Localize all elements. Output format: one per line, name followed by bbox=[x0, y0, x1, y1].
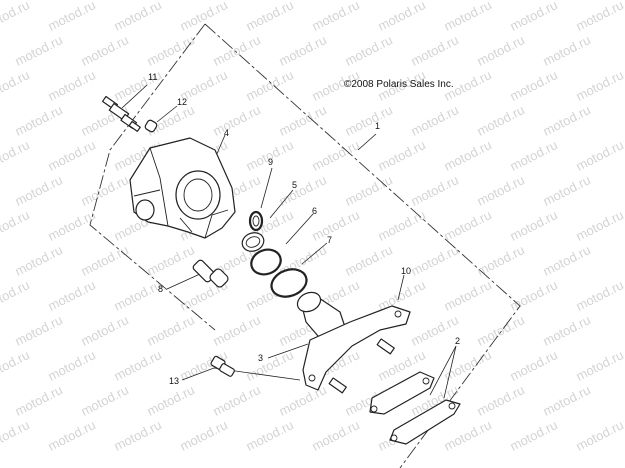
callout-9: 9 bbox=[268, 157, 274, 167]
callout-1: 1 bbox=[375, 121, 381, 131]
leader-3a bbox=[267, 343, 309, 359]
callout-3: 3 bbox=[258, 353, 264, 363]
leader-13 bbox=[181, 367, 301, 381]
callout-8: 8 bbox=[158, 284, 164, 294]
small-seal bbox=[248, 210, 264, 232]
leader-6 bbox=[285, 213, 314, 245]
callout-4: 4 bbox=[224, 128, 230, 138]
callout-7: 7 bbox=[327, 235, 333, 245]
copyright-text: ©2008 Polaris Sales Inc. bbox=[344, 79, 454, 90]
callout-13: 13 bbox=[169, 376, 180, 386]
brake-pads bbox=[369, 371, 461, 445]
callout-10: 10 bbox=[401, 266, 412, 276]
leader-7 bbox=[301, 242, 328, 265]
callout-12: 12 bbox=[177, 97, 188, 107]
o-ring-large bbox=[250, 248, 282, 276]
assembly-outline bbox=[89, 23, 521, 468]
leader-9 bbox=[260, 167, 273, 209]
leader-1 bbox=[357, 133, 377, 151]
callout-5: 5 bbox=[292, 180, 298, 190]
bleed-screw bbox=[101, 95, 141, 132]
caliper-housing bbox=[129, 137, 236, 239]
callout-6: 6 bbox=[312, 206, 318, 216]
leader-2a bbox=[429, 345, 457, 396]
leader-11 bbox=[121, 84, 148, 109]
callout-2: 2 bbox=[455, 336, 461, 346]
leader-5 bbox=[269, 189, 294, 219]
callout-11: 11 bbox=[148, 72, 158, 82]
seal-ring bbox=[241, 232, 265, 252]
caliper-bracket bbox=[302, 305, 411, 394]
leader-10 bbox=[397, 274, 405, 301]
leader-2b bbox=[443, 345, 457, 399]
pin-bolt bbox=[192, 259, 229, 288]
bleeder-cap bbox=[144, 119, 158, 133]
bleed-screw-lower bbox=[210, 355, 235, 377]
o-ring-outer bbox=[270, 268, 308, 298]
leader-12 bbox=[156, 105, 178, 123]
leader-8 bbox=[166, 273, 201, 290]
